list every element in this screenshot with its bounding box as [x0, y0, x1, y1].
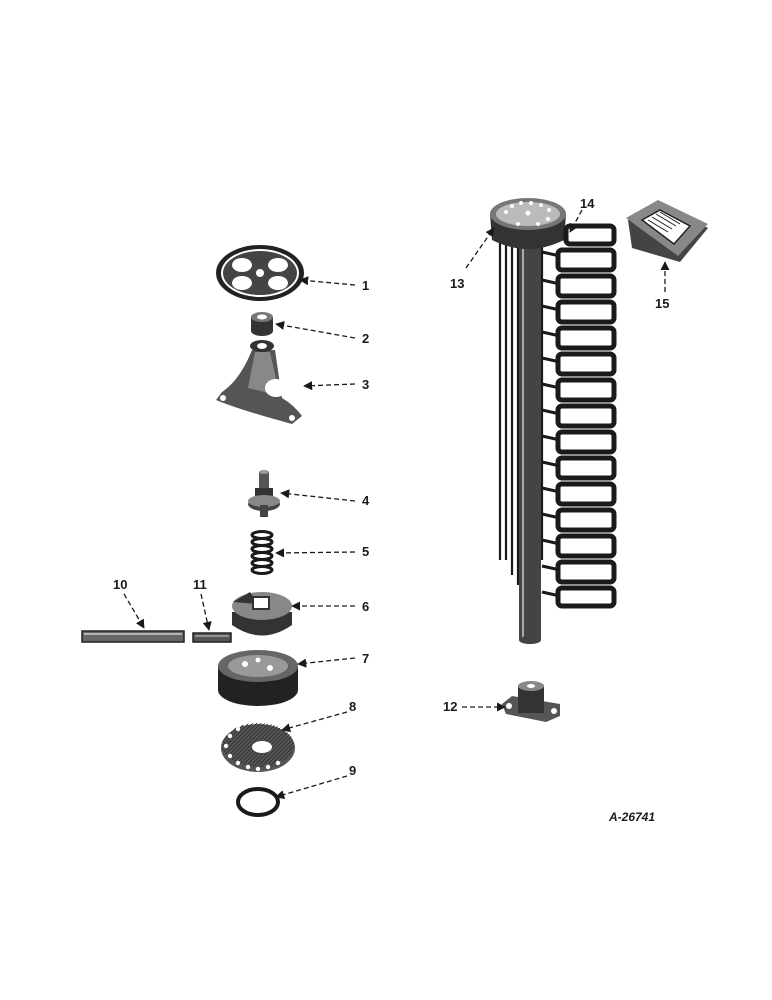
reference-code: A-26741 [608, 810, 655, 824]
part-3-housing [216, 340, 302, 424]
callout-8: 8 [349, 699, 356, 714]
part-11-pin [192, 632, 232, 643]
leader-lines [123, 209, 670, 800]
callout-15: 15 [655, 296, 669, 311]
callout-14: 14 [580, 196, 595, 211]
callout-4: 4 [362, 493, 370, 508]
part-12-bracket [502, 681, 560, 722]
part-2-bushing [251, 312, 273, 336]
part-6-cam [232, 592, 292, 636]
callout-5: 5 [362, 544, 369, 559]
callout-2: 2 [362, 331, 369, 346]
part-13-14-tube-assembly [490, 198, 617, 644]
callout-7: 7 [362, 651, 369, 666]
part-1-sprocket [216, 245, 304, 301]
part-9-o-ring [236, 787, 280, 817]
part-4-spindle [248, 470, 280, 517]
part-5-spring [250, 530, 274, 575]
part-7-distributor-body [218, 650, 298, 706]
callout-10: 10 [113, 577, 127, 592]
callout-labels: 1 2 3 4 5 6 7 8 9 10 11 12 13 14 15 [113, 196, 669, 778]
callout-9: 9 [349, 763, 356, 778]
part-8-perforated-plate [221, 723, 295, 772]
callout-13: 13 [450, 276, 464, 291]
callout-6: 6 [362, 599, 369, 614]
callout-11: 11 [193, 577, 207, 592]
callout-12: 12 [443, 699, 457, 714]
callout-1: 1 [362, 278, 369, 293]
callout-3: 3 [362, 377, 369, 392]
part-10-shaft [81, 630, 185, 643]
part-15-square-pad [626, 200, 708, 262]
